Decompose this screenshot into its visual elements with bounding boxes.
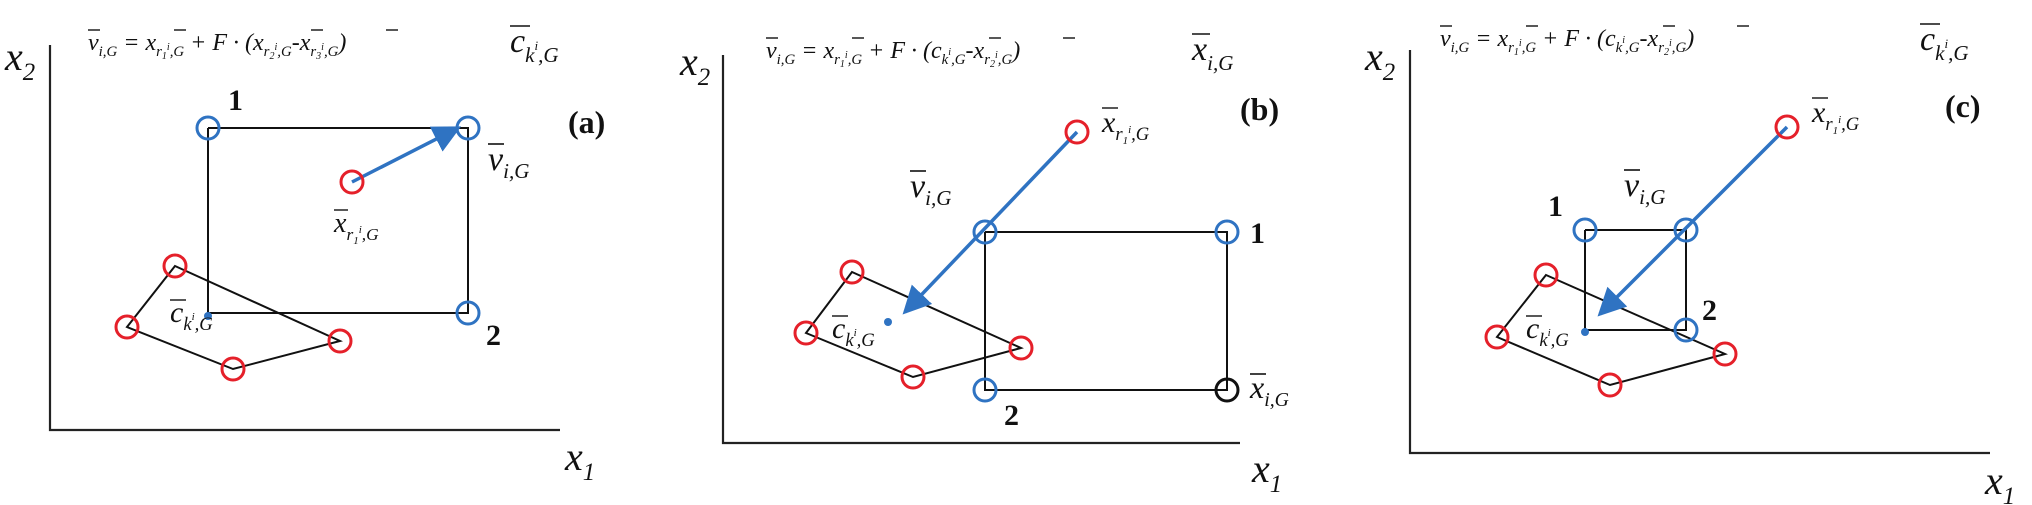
- panel-a-box: [207, 127, 469, 314]
- panel-b-population-circle: [900, 364, 926, 390]
- panel-a-trial-vector-circle: [455, 115, 481, 141]
- panel-a-tag: (a): [568, 104, 605, 140]
- panel-a-axes: [48, 45, 560, 432]
- panel-b-y-axis-label: x2: [679, 39, 710, 91]
- panel-c-extra-label: cki,G: [1920, 21, 1969, 65]
- panel-a-centroid-dot: [204, 312, 212, 320]
- panel-c-box: [1584, 229, 1687, 331]
- panel-b-axes: [721, 55, 1240, 445]
- panel-b-trial-vector-label: vi,G: [910, 168, 951, 210]
- panel-b-population-circle: [793, 320, 819, 346]
- panel-a-extra-label: cki,G: [510, 23, 559, 67]
- panel-c-population-circle: [1712, 341, 1738, 367]
- panel-a-base-vector-circle: [339, 169, 365, 195]
- panel-b-population-circle: [839, 259, 865, 285]
- panel-c-trial-vector-label: vi,G: [1624, 167, 1665, 209]
- panel-b-target-vector-circle: [1214, 377, 1240, 403]
- panel-a-population-circle: [220, 356, 246, 382]
- panel-b-formula: vi,G = xr1i,G + F · (cki,G-xr2i,G): [766, 38, 1020, 70]
- panel-a-x-axis-label: x1: [564, 434, 595, 486]
- panel-b-centroid-label: cki,G: [832, 312, 875, 351]
- panel-a-mutation-arrow: [351, 126, 462, 184]
- panel-c-formula: vi,G = xr1i,G + F · (cki,G-xr2i,G): [1440, 26, 1694, 58]
- panel-b-population-circle: [1008, 335, 1034, 361]
- panel-a-base-vector-label: xr1i,G: [333, 208, 379, 247]
- panel-b-vertex-1-circle: [1214, 219, 1240, 245]
- panel-a-population-circle: [162, 253, 188, 279]
- panel-c: x2 x1 vi,G = xr1i,G + F · (cki,G-xr2i,G)…: [1364, 21, 2015, 505]
- panel-a: x2 x1 vi,G = xr1i,G + F · (xr2i,G-xr3i,G…: [4, 23, 605, 486]
- panel-b-base-vector-circle: [1064, 119, 1090, 145]
- panel-a-corner-label-1: 1: [228, 84, 243, 117]
- panel-b-polygon: [804, 270, 1024, 379]
- panel-a-y-axis-label: x2: [4, 34, 35, 86]
- panel-a-trial-vector-label: vi,G: [488, 141, 529, 183]
- panel-c-centroid-dot: [1581, 328, 1589, 336]
- panel-c-vertex-2-circle: [1673, 317, 1699, 343]
- panel-a-corner-label-2: 2: [486, 319, 501, 352]
- panel-c-population-circle: [1484, 324, 1510, 350]
- panel-a-polygon: [125, 264, 343, 371]
- panel-c-corner-label-2: 2: [1702, 294, 1717, 327]
- panel-c-trial-vector-circle: [1673, 217, 1699, 243]
- panel-b-trial-vector-circle: [972, 219, 998, 245]
- panel-c-y-axis-label: x2: [1364, 34, 1395, 86]
- panel-c-polygon: [1495, 273, 1728, 387]
- panel-b-target-vector-label: xi,G: [1249, 369, 1289, 411]
- panel-a-vertex-1-circle: [195, 115, 221, 141]
- panel-b-vertex-2-circle: [972, 377, 998, 403]
- panel-a-vertex-2-circle: [455, 300, 481, 326]
- panel-c-tag: (c): [1945, 88, 1981, 124]
- panel-c-population-circle: [1533, 262, 1559, 288]
- panel-b-box: [984, 231, 1228, 391]
- panel-c-centroid-label: cki,G: [1526, 312, 1569, 351]
- panel-a-formula: vi,G = xr1i,G + F · (xr2i,G-xr3i,G): [88, 30, 346, 62]
- panel-c-vertex-1-circle: [1572, 217, 1598, 243]
- panel-b-corner-label-1: 1: [1250, 217, 1265, 250]
- panel-a-population-circle: [114, 314, 140, 340]
- panel-c-x-axis-label: x1: [1984, 458, 2015, 505]
- panel-c-base-vector-label: xr1i,G: [1811, 96, 1860, 137]
- panel-b-base-vector-label: xr1i,G: [1101, 106, 1150, 147]
- panel-c-base-vector-circle: [1774, 114, 1800, 140]
- panel-c-axes: [1408, 50, 1990, 455]
- panel-b: x2 x1 vi,G = xr1i,G + F · (cki,G-xr2i,G)…: [679, 31, 1289, 498]
- panel-c-population-circle: [1597, 372, 1623, 398]
- panel-b-x-axis-label: x1: [1251, 446, 1282, 498]
- panel-b-extra-label: xi,G: [1191, 31, 1233, 75]
- panel-a-population-circle: [327, 328, 353, 354]
- panel-b-tag: (b): [1240, 91, 1279, 127]
- panel-a-centroid-label: cki,G: [170, 296, 213, 335]
- panel-b-corner-label-2: 2: [1004, 399, 1019, 432]
- panel-b-centroid-dot: [884, 318, 892, 326]
- panel-c-corner-label-1: 1: [1548, 190, 1563, 223]
